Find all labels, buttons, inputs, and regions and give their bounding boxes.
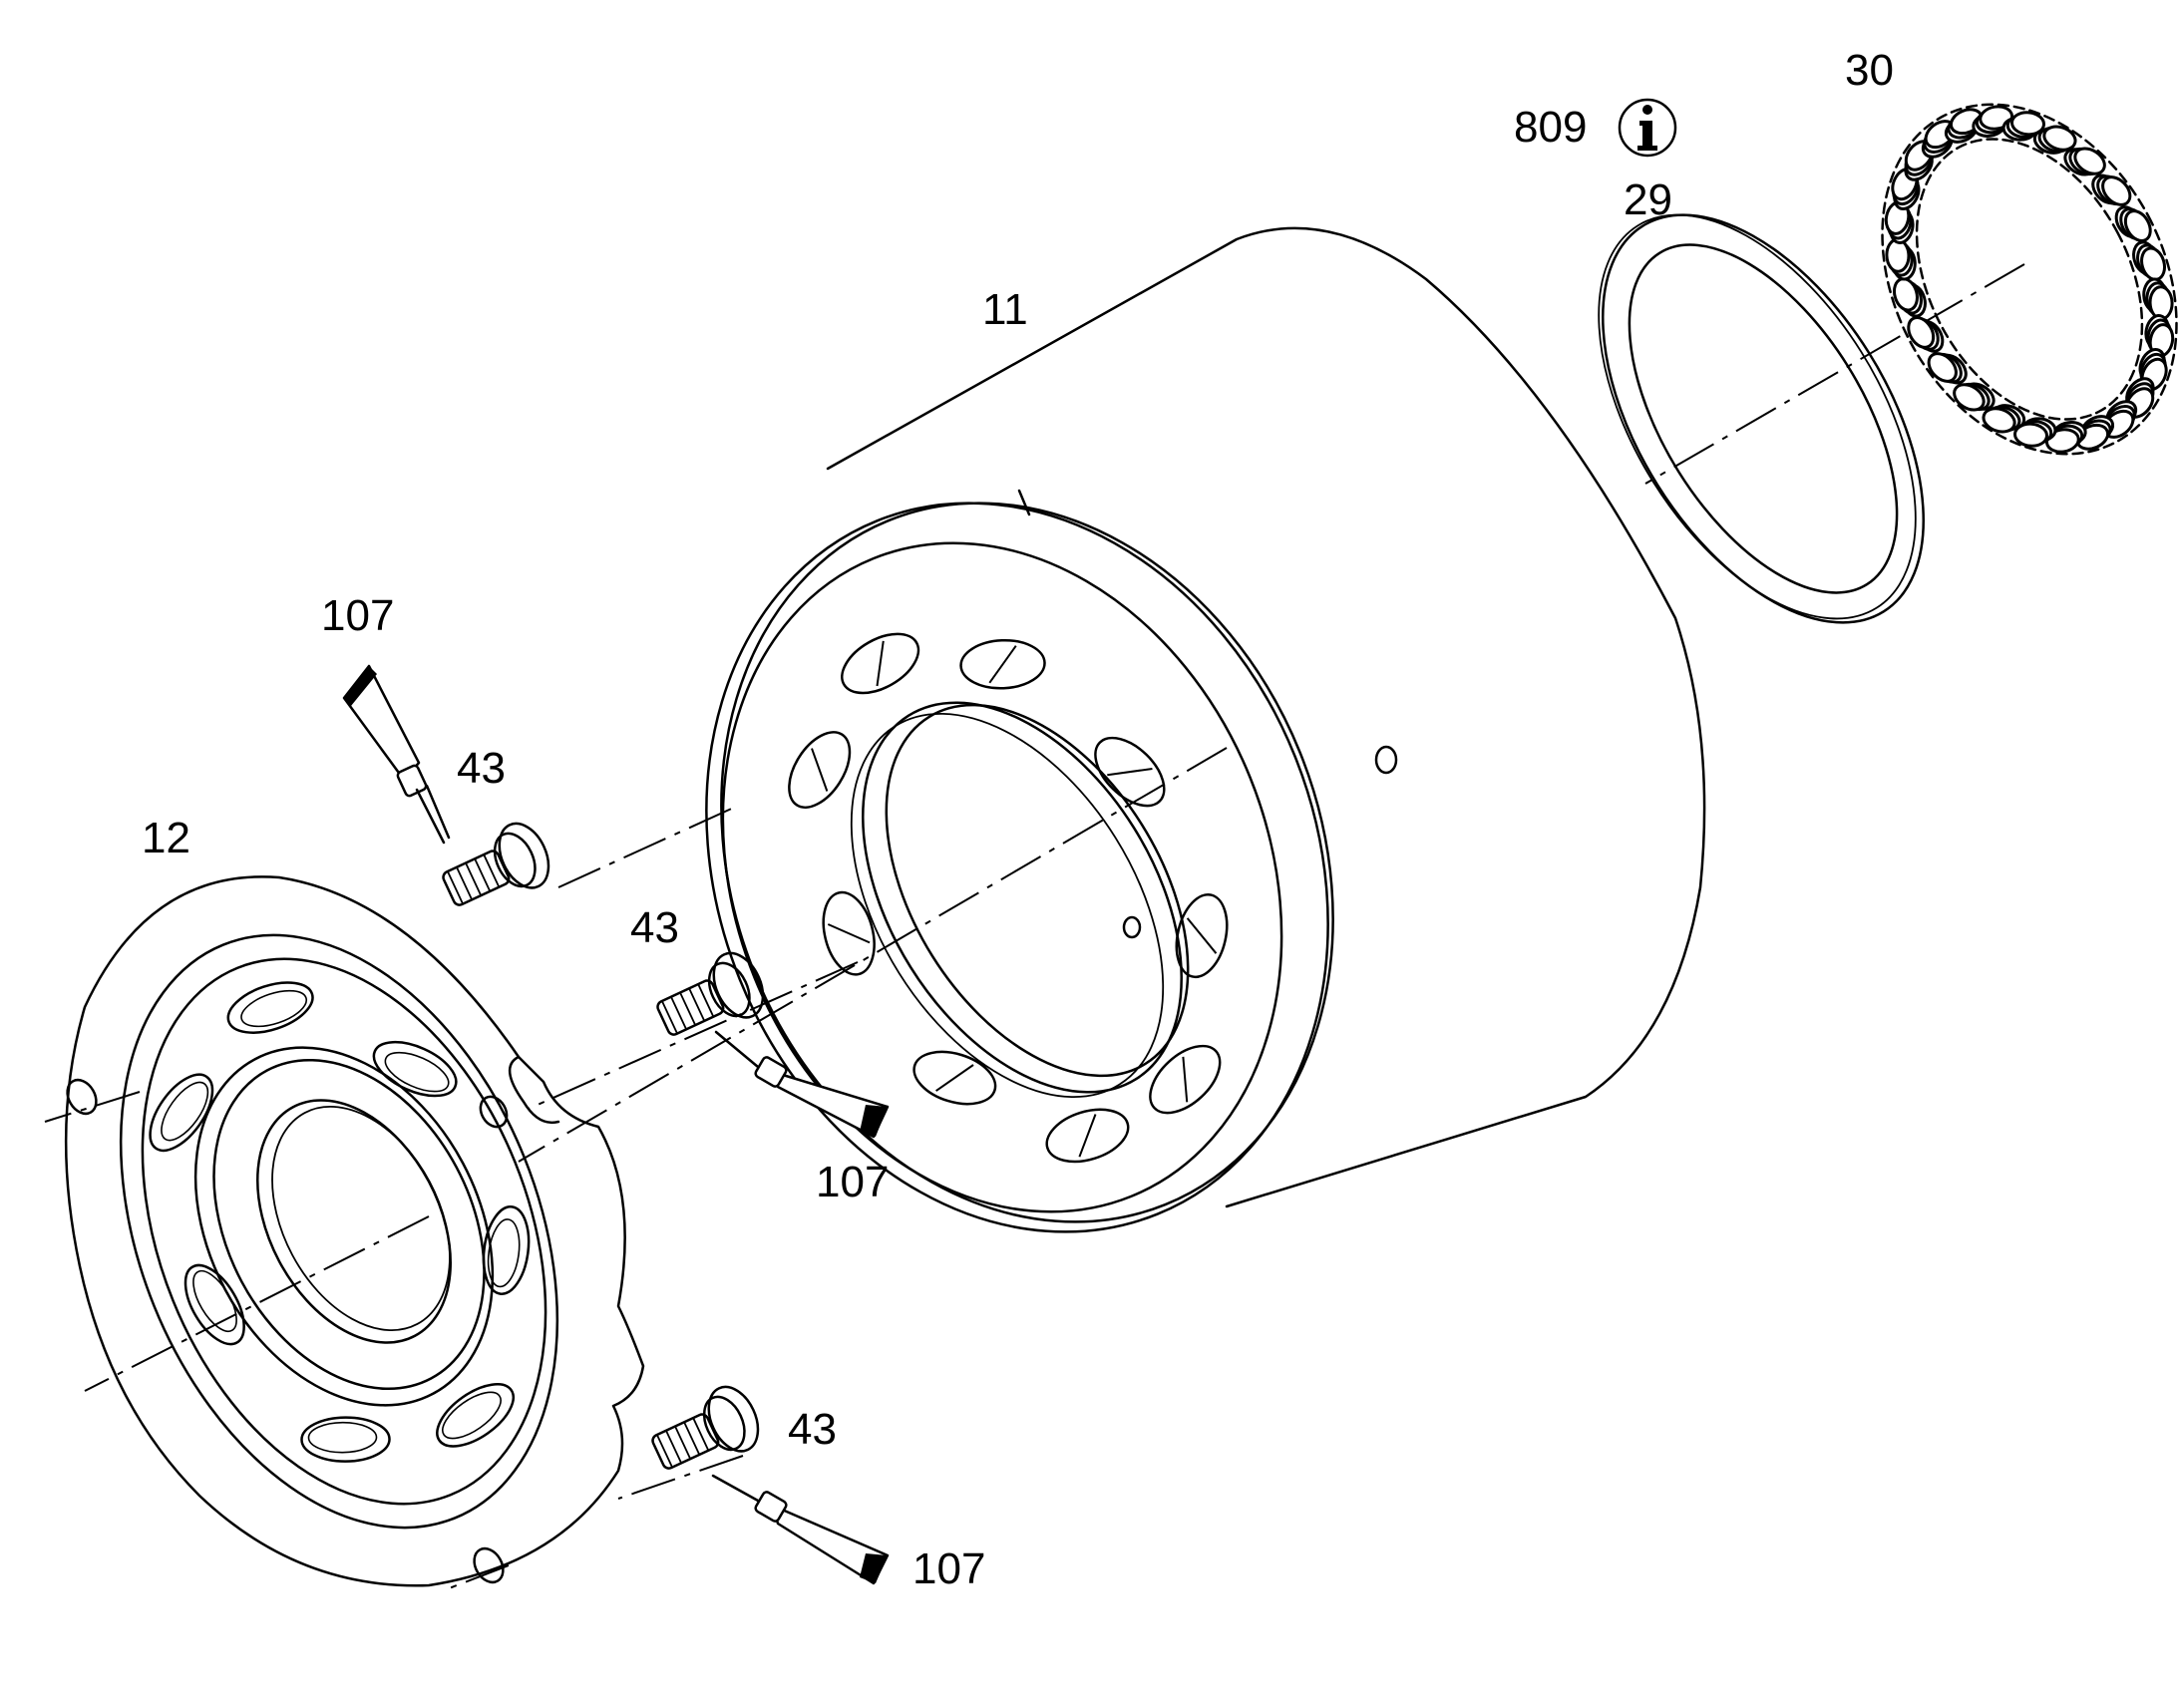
callout-11: 11 (982, 285, 1028, 334)
cylinder-bore (1094, 736, 1166, 808)
part-107-tube-mid (714, 1030, 890, 1139)
spring-coil (1927, 352, 1968, 385)
spring-coil (2032, 125, 2077, 155)
callout-43-mid: 43 (630, 903, 679, 952)
part-43-screw-mid (656, 951, 765, 1036)
part-43-screw-top (442, 822, 550, 906)
part-107-tube-bot (711, 1474, 890, 1585)
spring-coil (2114, 205, 2152, 242)
valve-port (149, 1073, 214, 1153)
spring-coil (1893, 277, 1927, 318)
spring-coil (1907, 316, 1945, 353)
callout-43-top: 43 (457, 744, 506, 793)
valve-port (372, 1040, 458, 1098)
spring-coil (2091, 173, 2132, 206)
spring-coil (2063, 147, 2106, 176)
valve-port (183, 1263, 245, 1346)
valve-port (482, 1205, 531, 1295)
callout-809: 809 (1514, 103, 1587, 152)
cylinder-bore (788, 731, 852, 809)
info-icon[interactable] (1618, 98, 1677, 158)
callout-12: 12 (142, 814, 190, 862)
part-107-tube-top (342, 664, 451, 845)
valve-port (436, 1383, 515, 1448)
center-axes (44, 263, 2025, 1591)
cylinder-bore (1175, 892, 1229, 979)
part-29-washer (1598, 213, 1925, 624)
spring-coil (1885, 237, 1917, 281)
cylinder-bore (1045, 1108, 1130, 1164)
spring-coil (2132, 240, 2166, 281)
part-11-cylinder-block (705, 226, 1706, 1233)
cylinder-bore (1149, 1044, 1222, 1115)
part-30-spring-ring (1881, 103, 2178, 456)
callout-107-mid: 107 (816, 1158, 889, 1206)
callout-107-bot: 107 (912, 1544, 985, 1593)
cylinder-bore (841, 632, 920, 695)
callout-43-bot: 43 (788, 1405, 837, 1454)
spring-coil (1972, 105, 2014, 138)
cylinder-bore (912, 1050, 997, 1106)
callout-107-top: 107 (321, 591, 394, 640)
cylinder-bore (959, 638, 1046, 690)
callout-29: 29 (1624, 175, 1672, 224)
part-12-valve-plate (64, 875, 645, 1587)
spring-coil (2138, 348, 2168, 392)
spring-coil (2013, 417, 2057, 448)
spring-coil (1953, 382, 1996, 412)
spring-coil (1982, 404, 2026, 434)
cylinder-bore (822, 890, 876, 976)
spring-coil (2001, 111, 2045, 142)
callout-30: 30 (1845, 46, 1894, 95)
part-43-screw-bot (651, 1385, 760, 1470)
spring-coil (2142, 277, 2174, 321)
valve-port (226, 981, 314, 1034)
valve-port (300, 1416, 391, 1463)
spring-coil (2044, 421, 2087, 454)
